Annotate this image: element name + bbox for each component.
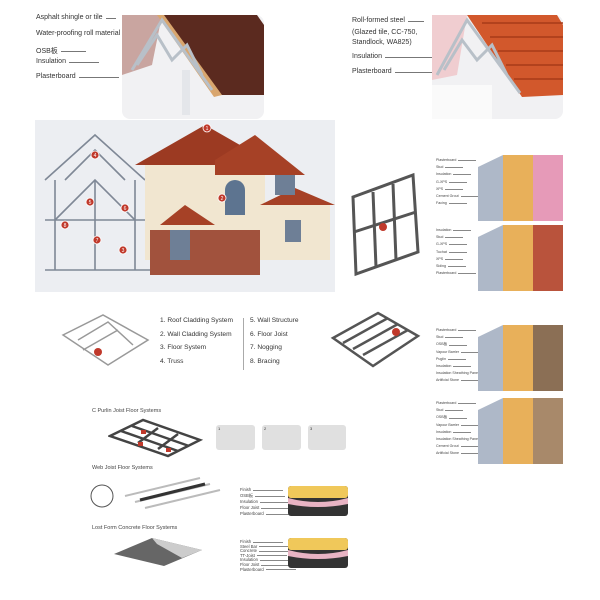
- wall-layer-label: Cement Grout: [436, 444, 478, 449]
- label: OSB板: [36, 48, 86, 55]
- profile-3: 3: [308, 425, 346, 450]
- legend-item: 5. Wall Structure: [250, 317, 299, 324]
- wall-layer-label: Siding: [436, 264, 466, 268]
- wall-layer-label: Insulation: [436, 172, 473, 177]
- floor-layer-label: Plasterboard: [240, 566, 296, 572]
- floor-layer-label: Concrete: [240, 548, 289, 554]
- wall-layer-label: OSB板: [436, 415, 468, 420]
- wall-layer-label: Stud: [436, 235, 465, 240]
- lost-form-title: Lost Form Concrete Floor Systems: [92, 525, 178, 531]
- legend-item: 7. Nogging: [250, 344, 282, 351]
- wall-layer-label: XPS: [436, 186, 464, 191]
- steel-roof-illustration: [432, 15, 563, 119]
- truss-illustration: [61, 314, 150, 366]
- marker-1: 1: [206, 126, 209, 132]
- wall-layer-label: Plasterboard: [436, 158, 478, 162]
- wall-layer-label: Plasterboard: [436, 271, 478, 276]
- profile-number: 2: [264, 426, 267, 431]
- wall-layer-label: Insulation Sheathing Panel: [436, 371, 499, 376]
- legend-item: 2. Wall Cladding System: [160, 330, 232, 338]
- profile-2: 2: [262, 425, 301, 450]
- label: Asphalt shingle or tile: [36, 14, 116, 21]
- wall-layer-label: Stud: [436, 335, 465, 340]
- c-purlin-grid-illustration: [108, 418, 203, 458]
- wall-section-illustration: [478, 155, 563, 221]
- wall-layer-label: Artificial Stone: [436, 378, 479, 383]
- marker-2: 2: [221, 196, 224, 202]
- profile-number: 1: [218, 426, 221, 431]
- legend-right: 5. Wall Structure 6. Floor Joist 7. Nogg…: [250, 314, 299, 368]
- legend-left: 1. Roof Cladding System 2. Wall Cladding…: [160, 314, 233, 368]
- floor-layer-label: Floor Joist: [240, 562, 293, 567]
- floor-layer-label: Finish: [240, 539, 284, 544]
- wall-section-illustration: [478, 325, 563, 391]
- wall-layer-label: Vapour Barrier: [436, 422, 480, 427]
- legend-item: 6. Floor Joist: [250, 330, 288, 338]
- wall-layer-label: Plasterboard: [436, 401, 478, 405]
- label: (Glazed tile, CC-750,: [352, 29, 418, 36]
- c-purlin-title: C Purlin Joist Floor Systems: [92, 408, 162, 414]
- wall-section-illustration: [478, 225, 563, 291]
- floor-layer-label: Insulation: [240, 557, 290, 563]
- wall-layer-label: Stud: [436, 165, 465, 170]
- wall-layer-label: Insulation: [436, 364, 473, 368]
- floor-layer-label: Finish: [240, 487, 284, 492]
- legend-item: 1. Roof Cladding System: [160, 317, 233, 324]
- web-joist-layers: [288, 486, 348, 516]
- label: Water-proofing roll material: [36, 30, 129, 37]
- house-illustration: 1 2 3 7 5 6 4 8: [35, 120, 335, 292]
- wall-layer-label: Facing: [436, 201, 467, 206]
- wall-layer-label: Insulation: [436, 429, 473, 434]
- asphalt-roof-illustration: [122, 15, 264, 119]
- floor-layer-label: OSB板: [240, 493, 286, 498]
- profile-1: 1: [216, 425, 255, 450]
- wall-layer-label: Artificial Stone: [436, 451, 479, 456]
- label: Roll-formed steel: [352, 17, 424, 24]
- legend-item: 8. Bracing: [250, 357, 280, 365]
- lost-form-slab-illustration: [114, 538, 202, 566]
- marker-6: 6: [124, 206, 127, 212]
- legend-divider: [243, 318, 244, 370]
- floor-layer-label: Insulation: [240, 499, 290, 504]
- wall-layer-label: XPS: [436, 256, 464, 261]
- floor-layer-label: Plasterboard: [240, 511, 296, 516]
- wall-layer-label: Vapour Barrier: [436, 349, 480, 354]
- floor-layer-label: TT-Joist: [240, 552, 287, 558]
- web-joist-illustration: [90, 477, 221, 509]
- floor-layer-label: Floor Joist: [240, 505, 293, 510]
- wall-layer-label: Tuchat: [436, 249, 467, 254]
- wall-layer-label: Insulation Sheathing Panel: [436, 437, 499, 441]
- web-joist-title: Web Joist Floor Systems: [92, 465, 153, 471]
- label: Insulation: [352, 53, 440, 60]
- wall-frame-illustration: [351, 172, 420, 277]
- wall-layer-label: Puglin: [436, 356, 466, 361]
- lost-form-layers: [288, 538, 348, 568]
- label: Plasterboard: [352, 68, 449, 75]
- wall-layer-label: OSB板: [436, 342, 468, 347]
- marker-7: 7: [96, 238, 99, 244]
- wall-section-illustration: [478, 398, 563, 464]
- label: Insulation: [36, 58, 99, 65]
- wall-layer-label: Insulation: [436, 228, 473, 232]
- legend-item: 4. Truss: [160, 357, 184, 365]
- floor-layer-label: Steel Bar: [240, 543, 290, 549]
- wall-layer-label: G-XPS: [436, 242, 468, 247]
- wall-layer-label: Stud: [436, 408, 465, 413]
- wall-layer-label: Cement Grout: [436, 194, 478, 198]
- label: Standlock, WA825): [352, 39, 412, 46]
- floor-frame-illustration: [330, 311, 421, 368]
- legend-item: 3. Floor System: [160, 344, 207, 351]
- marker-8: 8: [64, 223, 67, 229]
- wall-layer-label: Plasterboard: [436, 328, 478, 332]
- label: Plasterboard: [36, 73, 119, 80]
- profile-number: 3: [310, 426, 313, 431]
- marker-5: 5: [89, 200, 92, 206]
- marker-4: 4: [94, 153, 97, 159]
- wall-layer-label: G-XPS: [436, 179, 468, 184]
- marker-3: 3: [122, 248, 125, 254]
